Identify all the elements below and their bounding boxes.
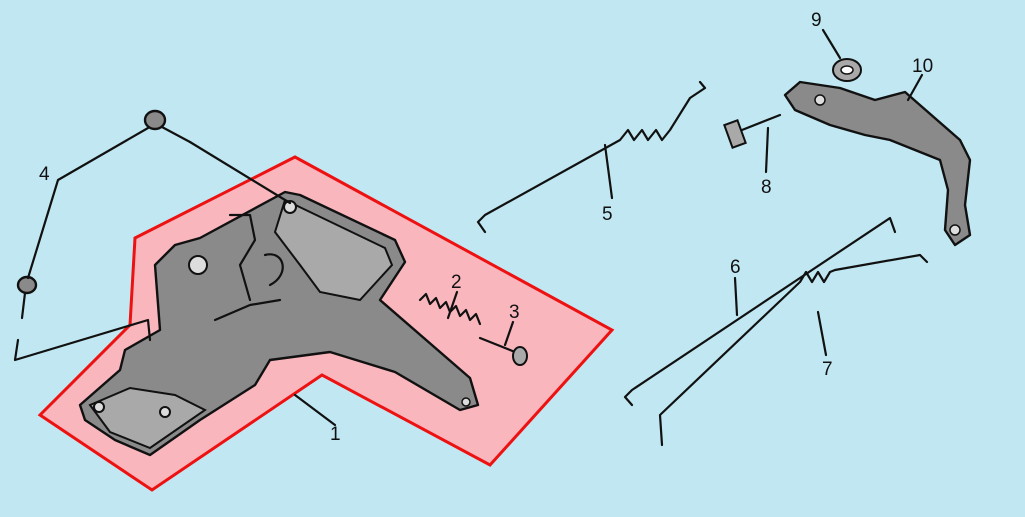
callout-4: 4 [39,164,50,185]
callout-2: 2 [451,272,462,293]
callout-8: 8 [761,177,772,198]
callout-3: 3 [509,302,520,323]
callout-6: 6 [730,257,741,278]
link-rod-icon [658,253,929,447]
callout-leaders [293,28,924,427]
screw-icon [478,336,528,366]
callout-7: 7 [822,359,833,380]
flange-bolt-icon [16,109,292,320]
control-base-plate-icon [78,190,480,457]
callout-5: 5 [602,204,613,225]
nut-icon [832,58,862,82]
governor-arm-icon [783,80,972,247]
callout-1: 1 [330,424,341,445]
callout-10: 10 [912,56,933,77]
callout-9: 9 [811,10,822,31]
governor-spring-rod-icon [476,80,707,234]
bolt-icon [723,113,782,149]
spring-rod-icon [623,216,897,407]
